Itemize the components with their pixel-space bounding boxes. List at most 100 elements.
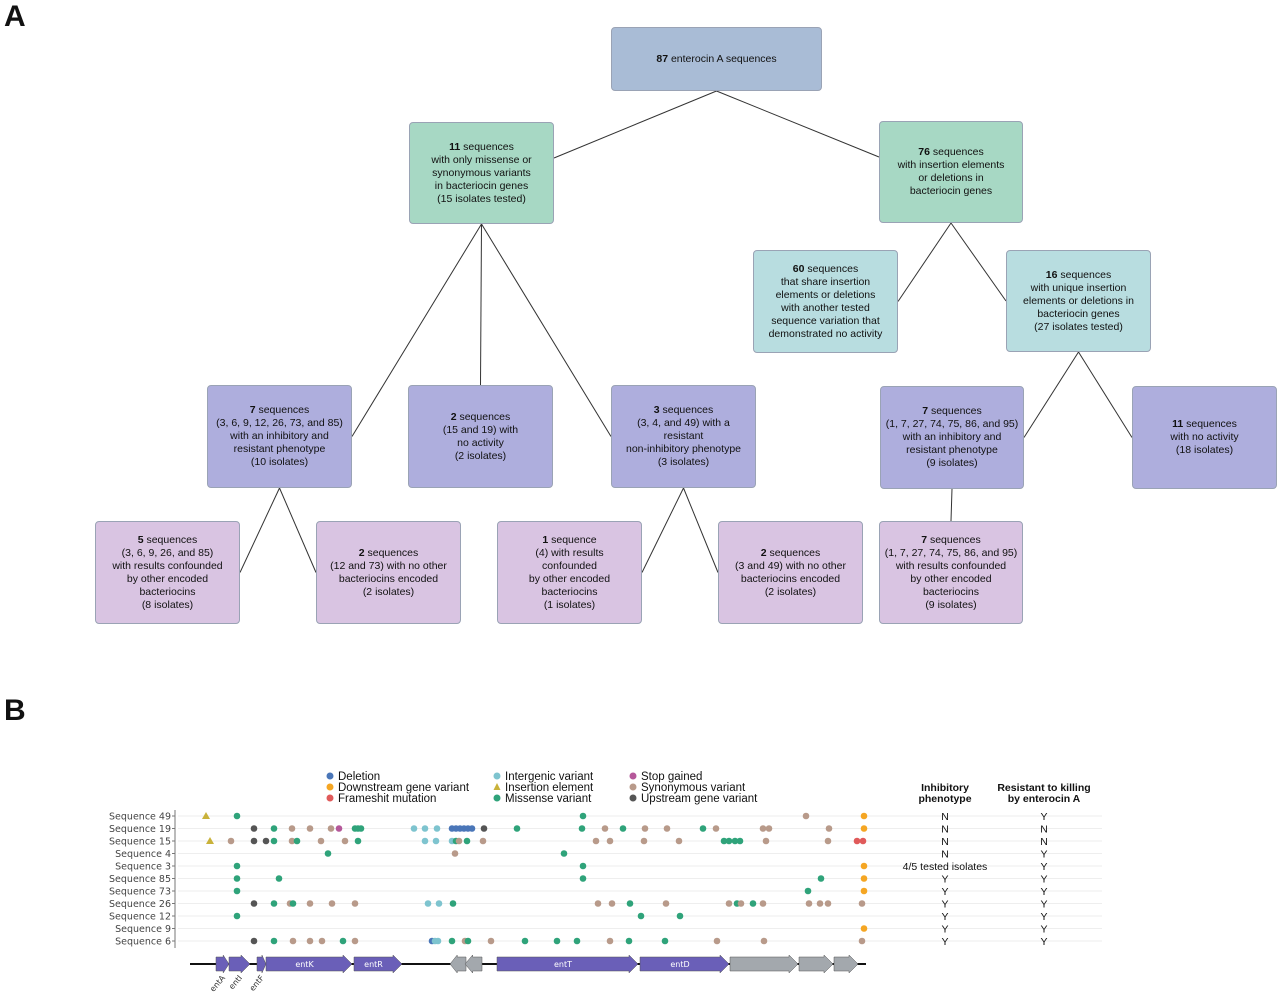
tree-node-16-sequences: 16 sequences with unique insertion eleme… bbox=[1006, 250, 1151, 352]
variant-marker bbox=[341, 837, 349, 845]
resistant-value: Y bbox=[1040, 924, 1047, 936]
node-count: 87 bbox=[656, 52, 669, 65]
resistant-value: Y bbox=[1040, 911, 1047, 923]
variant-marker bbox=[579, 862, 587, 870]
variant-marker bbox=[306, 900, 314, 907]
variant-marker bbox=[805, 900, 813, 907]
tree-node-76-sequences: 76 sequences with insertion elements or … bbox=[879, 121, 1023, 223]
gene-arrow-shape bbox=[256, 954, 267, 974]
column-header: by enterocin A bbox=[1008, 793, 1081, 805]
node-text: sequences (1, 7, 27, 74, 75, 86, and 95)… bbox=[885, 405, 1019, 469]
variant-marker bbox=[579, 812, 587, 820]
legend-label: Insertion element bbox=[505, 782, 594, 794]
inhibitory-value: Y bbox=[941, 874, 948, 886]
legend-dot-icon bbox=[629, 794, 637, 802]
variant-marker bbox=[424, 900, 432, 907]
row-label: Sequence 85 bbox=[109, 874, 171, 885]
variant-marker bbox=[354, 837, 362, 845]
inhibitory-value: N bbox=[941, 811, 949, 823]
tree-node-2-sequences-3-49: 2 sequences (3 and 49) with no other bac… bbox=[718, 521, 863, 624]
node-count: 11 bbox=[1172, 418, 1184, 430]
row-label: Sequence 9 bbox=[115, 924, 171, 935]
variant-marker bbox=[641, 825, 649, 832]
resistant-value: Y bbox=[1040, 811, 1047, 823]
row-label: Sequence 73 bbox=[109, 887, 171, 898]
variant-marker bbox=[553, 937, 561, 945]
variant-marker bbox=[860, 812, 868, 820]
tree-node-3-sequences: 3 sequences (3, 4, and 49) with a resist… bbox=[611, 385, 756, 488]
inhibitory-value: N bbox=[941, 824, 949, 836]
variant-marker bbox=[468, 825, 476, 832]
tree-edge-n11-n2a bbox=[480, 223, 482, 386]
legend-item: Deletion bbox=[326, 771, 380, 783]
variant-marker bbox=[335, 825, 343, 832]
node-text: sequences with unique insertion elements… bbox=[1023, 268, 1134, 333]
variant-marker bbox=[663, 825, 671, 832]
tree-edge-n11-n7a bbox=[351, 223, 482, 437]
legend-triangle-icon bbox=[493, 783, 501, 790]
node-count: 5 bbox=[137, 533, 144, 546]
variant-marker bbox=[560, 850, 568, 857]
variant-marker bbox=[573, 937, 581, 945]
gene-arrow-shape bbox=[353, 954, 403, 974]
gene-arrow-shape bbox=[449, 954, 467, 974]
tree-node-60-sequences: 60 sequences that share insertion elemen… bbox=[753, 250, 898, 353]
tree-edge-root-n11 bbox=[553, 90, 717, 159]
legend-item: Frameshit mutation bbox=[326, 793, 436, 805]
tree-node-2-sequences-12-73: 2 sequences (12 and 73) with no other ba… bbox=[316, 521, 461, 624]
variant-marker bbox=[579, 875, 587, 882]
node-text: sequences (3 and 49) with no other bacte… bbox=[735, 546, 846, 598]
node-count: 7 bbox=[921, 533, 928, 546]
variant-marker bbox=[712, 825, 720, 832]
variant-marker bbox=[479, 837, 487, 845]
gene-arrow: entK bbox=[265, 954, 353, 974]
variant-marker bbox=[619, 825, 627, 832]
variant-marker bbox=[513, 825, 521, 832]
variant-marker bbox=[661, 937, 669, 945]
resistant-value: Y bbox=[1040, 874, 1047, 886]
tree-edge-n3-n2c bbox=[683, 487, 719, 573]
variant-marker bbox=[725, 837, 733, 845]
gene-arrow bbox=[449, 954, 467, 974]
variant-marker bbox=[289, 937, 297, 945]
row-label: Sequence 26 bbox=[109, 899, 171, 910]
variant-marker bbox=[860, 862, 868, 870]
node-count: 7 bbox=[922, 405, 929, 417]
gene-arrow-shape bbox=[833, 954, 859, 974]
legend-dot-icon bbox=[326, 794, 334, 802]
node-text: sequences (15 and 19) with no activity (… bbox=[442, 410, 519, 462]
variant-marker bbox=[592, 837, 600, 845]
gene-arrow-shape bbox=[215, 954, 230, 974]
variant-marker bbox=[233, 812, 241, 820]
variant-marker bbox=[824, 900, 832, 907]
tree-edge-n7a-n2b bbox=[279, 487, 317, 573]
resistant-value: Y bbox=[1040, 886, 1047, 898]
variant-marker bbox=[860, 925, 868, 932]
variant-marker bbox=[206, 837, 214, 844]
row-label: Sequence 49 bbox=[109, 812, 171, 823]
variant-marker bbox=[270, 937, 278, 945]
variant-marker bbox=[759, 825, 767, 832]
variant-marker bbox=[306, 825, 314, 832]
tree-edge-n16-n11b bbox=[1078, 351, 1133, 438]
tree-edge-n7b-n7c bbox=[950, 488, 953, 522]
variant-marker bbox=[270, 900, 278, 907]
variant-marker bbox=[521, 937, 529, 945]
variant-marker bbox=[351, 937, 359, 945]
gene-label: entT bbox=[554, 960, 572, 969]
inhibitory-value: Y bbox=[941, 911, 948, 923]
node-text: enterocin A sequences bbox=[668, 52, 777, 65]
row-label: Sequence 3 bbox=[115, 862, 171, 873]
resistant-value: Y bbox=[1040, 936, 1047, 948]
panel-label-a: A bbox=[4, 0, 26, 33]
variant-marker bbox=[853, 837, 861, 845]
variant-marker bbox=[487, 937, 495, 945]
panel-label-b: B bbox=[4, 694, 26, 727]
variant-marker bbox=[435, 900, 443, 907]
variant-marker bbox=[736, 837, 744, 845]
variant-marker bbox=[250, 825, 258, 832]
legend-label: Upstream gene variant bbox=[641, 793, 758, 805]
